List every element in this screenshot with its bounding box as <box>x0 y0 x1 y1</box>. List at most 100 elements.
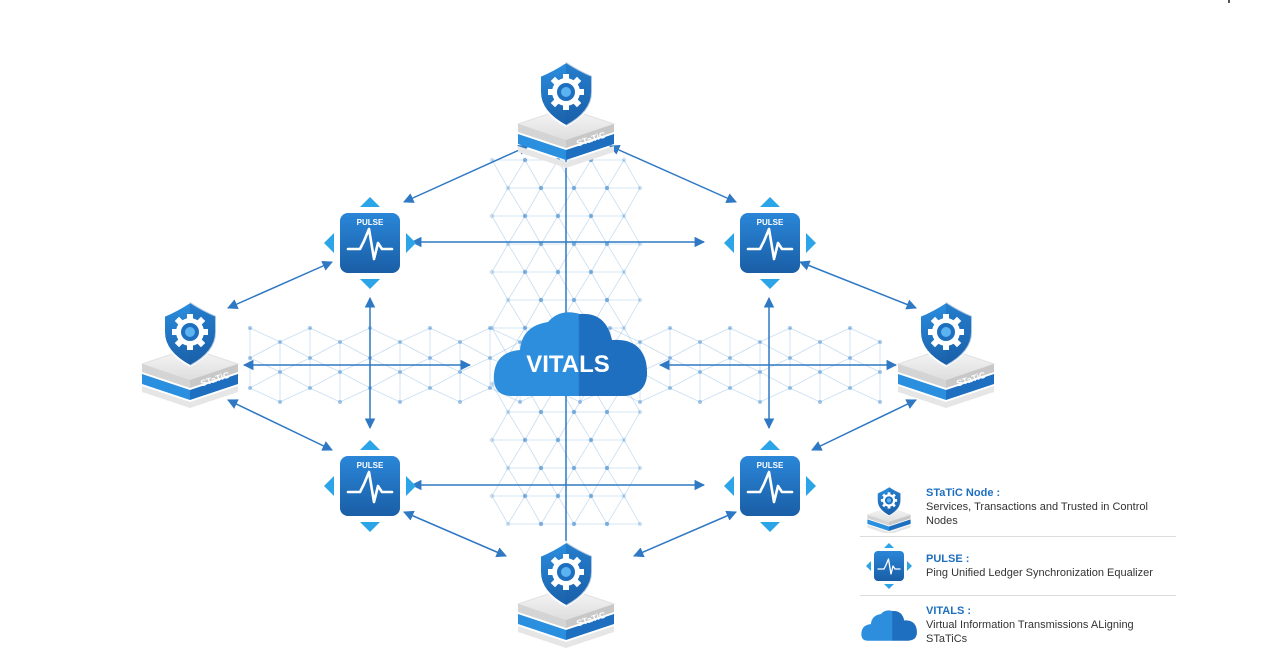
svg-text:PULSE: PULSE <box>357 461 384 470</box>
mesh-line <box>606 299 625 329</box>
mesh-dot <box>538 297 544 303</box>
mesh-dot <box>637 185 643 191</box>
mesh-dot <box>621 437 627 443</box>
static-node-left: STaTiC <box>141 301 239 409</box>
mesh-line <box>573 159 592 189</box>
connector-right-to-pulse-tr <box>799 260 917 310</box>
mesh-line <box>507 187 526 217</box>
mesh-dot <box>604 297 610 303</box>
mesh-dot <box>522 325 528 331</box>
mesh-line <box>669 387 701 403</box>
mesh-line <box>759 387 791 403</box>
mesh-line <box>540 243 559 273</box>
mesh-line <box>669 371 701 389</box>
mesh-line <box>309 371 341 389</box>
mesh-line <box>590 271 608 301</box>
mesh-line <box>573 187 592 217</box>
mesh-line <box>573 215 592 245</box>
mesh-dot <box>458 370 462 374</box>
mesh-dot <box>505 521 511 527</box>
mesh-dot <box>522 213 528 219</box>
mesh-dot <box>248 356 252 360</box>
mesh-dot <box>571 297 577 303</box>
mesh-line <box>540 187 559 217</box>
mesh-line <box>339 341 371 359</box>
mesh-dot <box>505 409 511 415</box>
pulse-node-top-left: PULSE <box>322 195 418 291</box>
mesh-line <box>459 371 491 389</box>
mesh-line <box>249 327 281 343</box>
mesh-line <box>309 341 341 359</box>
mesh-line <box>491 159 509 189</box>
legend-title: VITALS : <box>926 605 972 617</box>
mesh-line <box>524 243 542 273</box>
mesh-dot <box>571 521 577 527</box>
mesh-line <box>729 327 761 343</box>
mesh-dot <box>489 269 495 275</box>
mesh-line <box>623 299 641 329</box>
mesh-line <box>606 439 625 469</box>
connector-right-to-pulse-br <box>811 399 917 451</box>
mesh-dot <box>488 326 492 330</box>
svg-text:PULSE: PULSE <box>357 218 384 227</box>
mesh-line <box>429 341 461 359</box>
mesh-line <box>699 341 731 359</box>
mesh-line <box>669 327 701 343</box>
mesh-line <box>369 327 401 343</box>
mesh-dot <box>338 340 342 344</box>
mesh-line <box>507 215 526 245</box>
mesh-dot <box>637 297 643 303</box>
mesh-line <box>819 371 851 389</box>
mesh-dot <box>637 465 643 471</box>
mesh-line <box>524 467 542 497</box>
mesh-line <box>729 387 761 403</box>
mesh-dot <box>621 325 627 331</box>
legend: STaTiC Node : Services, Transactions and… <box>860 478 1176 654</box>
mesh-dot <box>638 340 642 344</box>
mesh-dot <box>398 370 402 374</box>
mesh-dot <box>604 521 610 527</box>
mesh-line <box>540 411 559 441</box>
mesh-dot <box>538 409 544 415</box>
mesh-line <box>507 159 526 189</box>
mesh-line <box>540 467 559 497</box>
mesh-line <box>491 187 509 217</box>
mesh-dot <box>308 356 312 360</box>
mesh-dot <box>505 297 511 303</box>
vitals-cloud: VITALS <box>493 312 648 396</box>
mesh-dot <box>308 386 312 390</box>
mesh-line <box>339 327 371 343</box>
mesh-line <box>399 387 431 403</box>
mesh-dot <box>338 400 342 404</box>
mesh-line <box>540 159 559 189</box>
mesh-dot <box>522 493 528 499</box>
mesh-line <box>590 243 608 273</box>
mesh-line <box>606 495 625 525</box>
mesh-line <box>489 327 521 343</box>
mesh-dot <box>458 400 462 404</box>
static-node-top: STaTiC <box>517 61 615 169</box>
mesh-line <box>507 271 526 301</box>
connector-left-to-pulse-bl <box>227 399 333 451</box>
mesh-dot <box>698 340 702 344</box>
mesh-dot <box>555 437 561 443</box>
mesh-line <box>540 495 559 525</box>
mesh-dot <box>878 370 882 374</box>
static-node-icon <box>860 481 918 533</box>
mesh-dot <box>489 437 495 443</box>
mesh-dot <box>621 157 627 163</box>
legend-title: STaTiC Node : <box>926 487 1001 499</box>
mesh-dot <box>588 493 594 499</box>
mesh-line <box>573 495 592 525</box>
mesh-dot <box>758 370 762 374</box>
mesh-line <box>524 439 542 469</box>
mesh-dot <box>588 437 594 443</box>
mesh-dot <box>398 400 402 404</box>
mesh-dot <box>878 400 882 404</box>
mesh-line <box>606 243 625 273</box>
mesh-line <box>606 411 625 441</box>
mesh-line <box>507 439 526 469</box>
mesh-dot <box>818 400 822 404</box>
mesh-line <box>623 215 641 245</box>
mesh-dot <box>571 185 577 191</box>
